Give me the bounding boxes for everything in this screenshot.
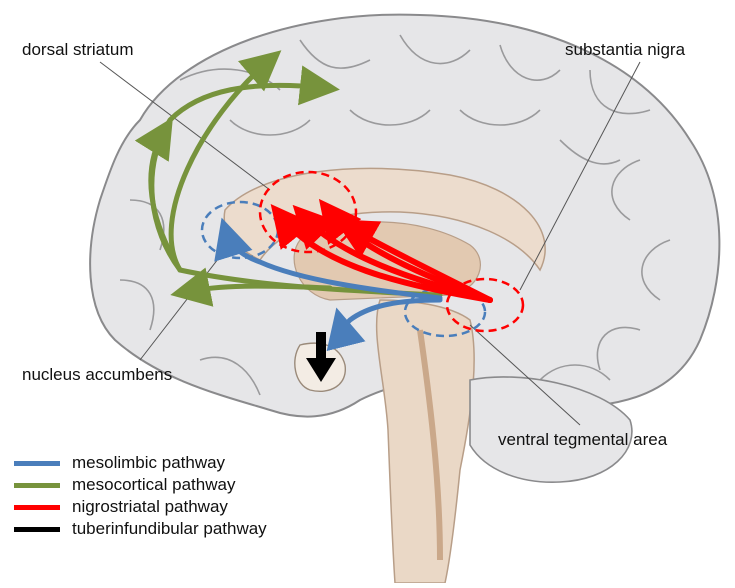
legend-label: mesolimbic pathway	[72, 453, 225, 473]
label-ventral-tegmental-area: ventral tegmental area	[498, 430, 667, 450]
label-nucleus-accumbens: nucleus accumbens	[22, 365, 172, 385]
legend-swatch	[14, 483, 60, 488]
legend-swatch	[14, 505, 60, 510]
legend-label: tuberinfundibular pathway	[72, 519, 267, 539]
legend-swatch	[14, 461, 60, 466]
legend-label: nigrostriatal pathway	[72, 497, 228, 517]
brainstem	[377, 300, 475, 583]
legend-swatch	[14, 527, 60, 532]
label-dorsal-striatum: dorsal striatum	[22, 40, 133, 60]
legend-label: mesocortical pathway	[72, 475, 235, 495]
label-substantia-nigra: substantia nigra	[565, 40, 685, 60]
